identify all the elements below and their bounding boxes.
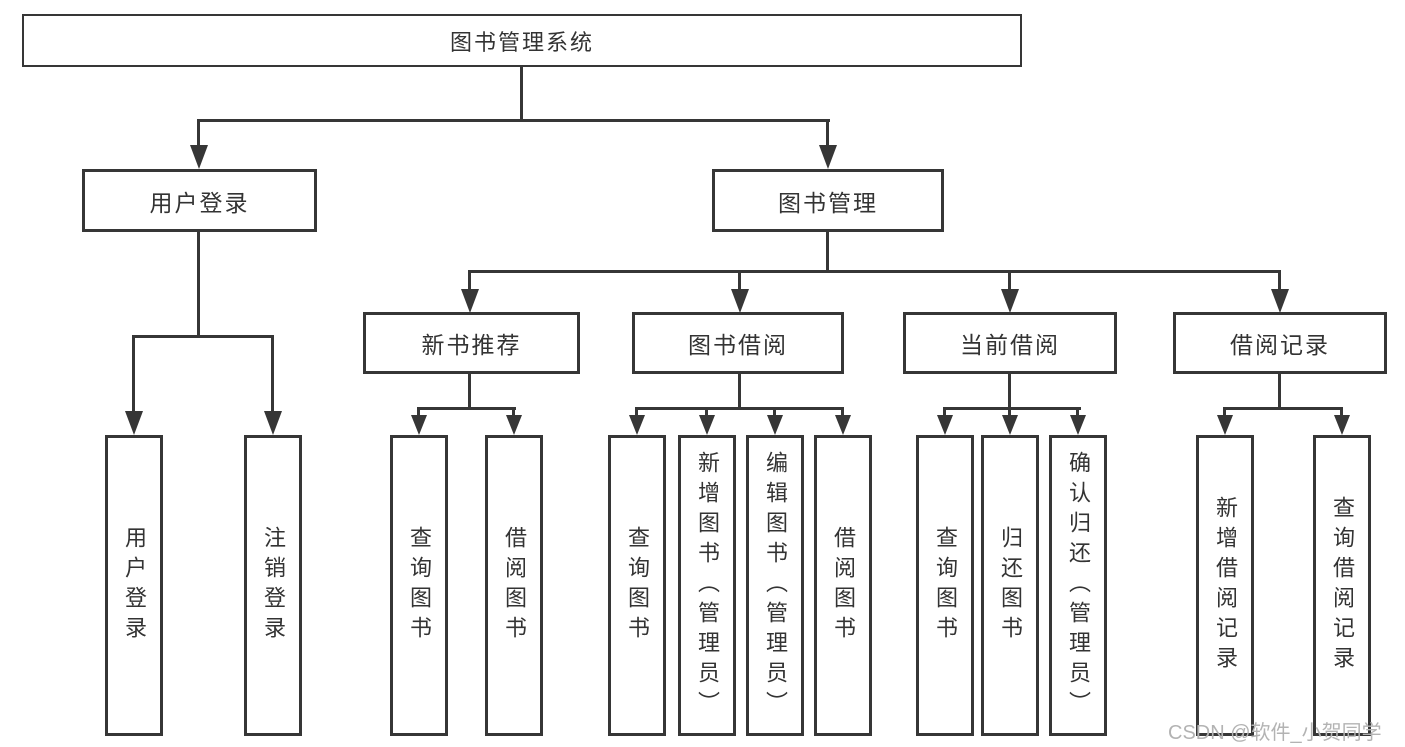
connector-hline [133, 335, 274, 338]
node-borrow-records: 借阅记录 [1173, 312, 1387, 374]
leaf-query-book-current: 查询图书 [916, 435, 974, 736]
leaf-label: 注销登录 [261, 525, 286, 646]
arrowhead-down [1271, 289, 1289, 313]
leaf-query-book-borrow: 查询图书 [608, 435, 666, 736]
leaf-borrow-book: 借阅图书 [814, 435, 872, 736]
connector-vline [197, 232, 200, 338]
leaf-add-book-admin: 新增图书（管理员） [678, 435, 736, 736]
node-root: 图书管理系统 [22, 14, 1022, 67]
connector-vline [826, 119, 829, 147]
connector-vline [512, 407, 515, 417]
arrowhead-down [1001, 289, 1019, 313]
leaf-label: 编辑图书（管理员） [763, 450, 788, 721]
connector-vline [841, 407, 844, 417]
connector-hline [417, 407, 516, 410]
leaf-label: 借阅图书 [502, 525, 527, 646]
leaf-user-login: 用户登录 [105, 435, 163, 736]
connector-vline [1278, 270, 1281, 292]
connector-vline [1340, 407, 1343, 417]
arrowhead-down [699, 415, 715, 435]
arrowhead-down [1217, 415, 1233, 435]
connector-hline [943, 407, 1081, 410]
arrowhead-down [506, 415, 522, 435]
leaf-label: 新增借阅记录 [1213, 495, 1238, 676]
leaf-label: 归还图书 [998, 525, 1023, 646]
leaf-label: 新增图书（管理员） [695, 450, 720, 721]
arrowhead-down [731, 289, 749, 313]
leaf-borrow-book-recommend: 借阅图书 [485, 435, 543, 736]
arrowhead-down [835, 415, 851, 435]
connector-vline [635, 407, 638, 417]
leaf-query-book-recommend: 查询图书 [390, 435, 448, 736]
connector-vline [197, 119, 200, 147]
connector-hline [198, 119, 830, 122]
connector-hline [468, 270, 1281, 273]
arrowhead-down [264, 411, 282, 435]
arrowhead-down [190, 145, 208, 169]
leaf-return-book: 归还图书 [981, 435, 1039, 736]
leaf-query-borrow-record: 查询借阅记录 [1313, 435, 1371, 736]
connector-vline [773, 407, 776, 417]
leaf-confirm-return-admin: 确认归还（管理员） [1049, 435, 1107, 736]
connector-vline [520, 66, 523, 121]
arrowhead-down [1070, 415, 1086, 435]
connector-vline [468, 270, 471, 292]
arrowhead-down [1334, 415, 1350, 435]
leaf-label: 借阅图书 [831, 525, 856, 646]
node-book-management: 图书管理 [712, 169, 944, 232]
connector-vline [271, 335, 274, 412]
arrowhead-down [767, 415, 783, 435]
connector-vline [1008, 374, 1011, 410]
node-user-login: 用户登录 [82, 169, 317, 232]
leaf-label: 用户登录 [122, 525, 147, 646]
connector-vline [468, 374, 471, 410]
connector-vline [1008, 270, 1011, 292]
connector-vline [943, 407, 946, 417]
arrowhead-down [629, 415, 645, 435]
connector-vline [1278, 374, 1281, 410]
connector-vline [738, 374, 741, 410]
leaf-logout: 注销登录 [244, 435, 302, 736]
connector-vline [1008, 407, 1011, 417]
leaf-add-borrow-record: 新增借阅记录 [1196, 435, 1254, 736]
arrowhead-down [125, 411, 143, 435]
connector-vline [738, 270, 741, 292]
node-book-borrow: 图书借阅 [632, 312, 844, 374]
leaf-label: 查询图书 [625, 525, 650, 646]
connector-hline [1223, 407, 1343, 410]
watermark: CSDN @软件_小贺同学 [1168, 722, 1382, 744]
leaf-edit-book-admin: 编辑图书（管理员） [746, 435, 804, 736]
connector-vline [132, 335, 135, 412]
connector-vline [1223, 407, 1226, 417]
leaf-label: 查询图书 [933, 525, 958, 646]
node-new-book-recommend: 新书推荐 [363, 312, 580, 374]
arrowhead-down [937, 415, 953, 435]
leaf-label: 查询借阅记录 [1330, 495, 1355, 676]
connector-vline [1076, 407, 1079, 417]
connector-vline [705, 407, 708, 417]
arrowhead-down [461, 289, 479, 313]
leaf-label: 确认归还（管理员） [1066, 450, 1091, 721]
arrowhead-down [819, 145, 837, 169]
node-current-borrow: 当前借阅 [903, 312, 1117, 374]
connector-vline [826, 232, 829, 273]
connector-vline [417, 407, 420, 417]
leaf-label: 查询图书 [407, 525, 432, 646]
arrowhead-down [411, 415, 427, 435]
connector-hline [635, 407, 844, 410]
arrowhead-down [1002, 415, 1018, 435]
